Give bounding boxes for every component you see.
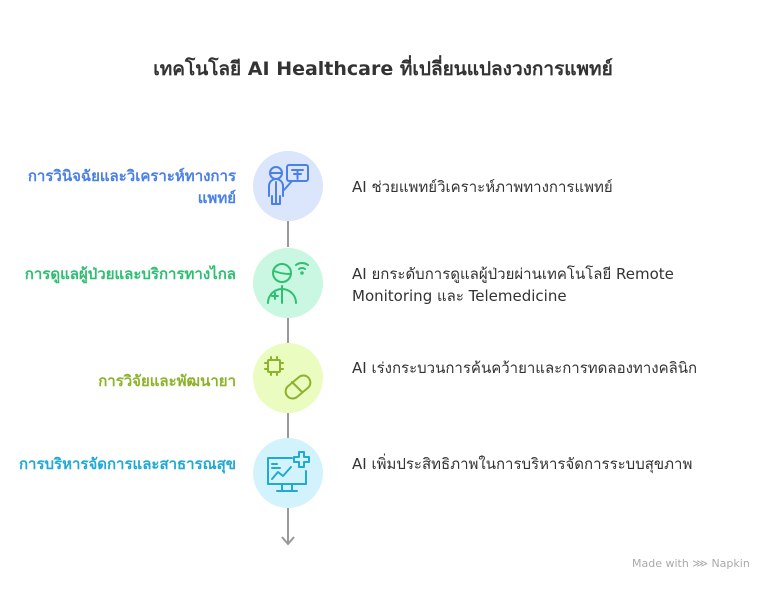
connector: [287, 318, 289, 344]
chip-pill-icon: [253, 343, 323, 413]
doctor-xray-icon: [253, 151, 323, 221]
arrow-down-icon: [281, 536, 295, 546]
remote-patient-icon: [253, 248, 323, 318]
napkin-watermark: Made with ⋙ Napkin: [632, 557, 750, 570]
step-description: AI เร่งกระบวนการค้นคว้ายาและการทดลองทางค…: [352, 359, 698, 377]
step-label: การบริหารจัดการและสาธารณสุข: [18, 455, 236, 473]
step-label: การวินิจฉัยและวิเคราะห์ทางการแพทย์: [27, 167, 236, 207]
connector: [287, 508, 289, 544]
connector: [287, 221, 289, 247]
step-description: AI ช่วยแพทย์วิเคราะห์ภาพทางการแพทย์: [352, 178, 613, 196]
connector: [287, 413, 289, 439]
page-title: เทคโนโลยี AI Healthcare ที่เปลี่ยนแปลงวง…: [153, 58, 613, 80]
step-label: การดูแลผู้ป่วยและบริการทางไกล: [24, 265, 236, 283]
step-description: AI เพิ่มประสิทธิภาพในการบริหารจัดการระบบ…: [352, 455, 693, 473]
step-label: การวิจัยและพัฒนายา: [98, 372, 236, 390]
step-description: AI ยกระดับการดูแลผู้ป่วยผ่านเทคโนโลยี Re…: [352, 265, 674, 305]
health-monitor-icon: [253, 438, 323, 508]
